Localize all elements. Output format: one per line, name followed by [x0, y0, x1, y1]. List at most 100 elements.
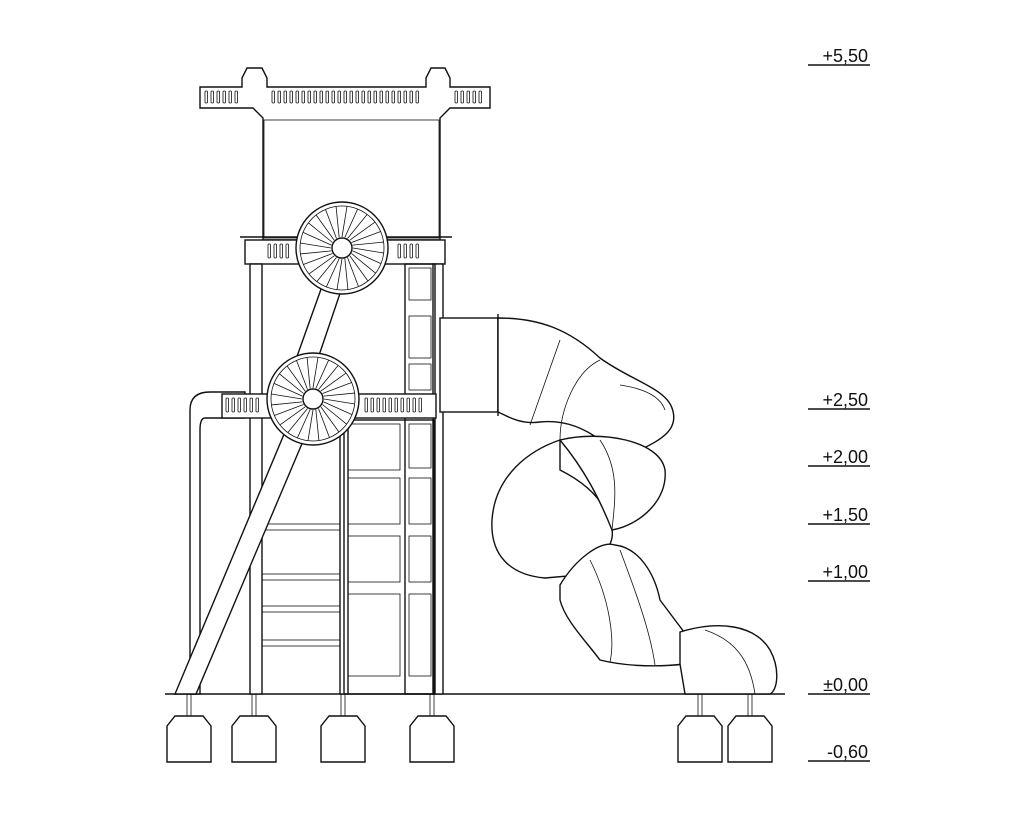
wall-panel	[408, 477, 432, 525]
wheel-spoke	[336, 258, 343, 290]
wheel-inner-rim	[270, 356, 356, 442]
wheel-spoke	[279, 373, 304, 394]
wheel-spoke	[347, 257, 359, 287]
vent-slot	[210, 90, 214, 104]
wheel-spoke	[344, 208, 359, 238]
wheel-spoke	[308, 222, 333, 243]
wheel-spoke	[316, 257, 337, 282]
vent-slot	[466, 90, 470, 104]
elevation-label: +1,50	[822, 505, 868, 525]
vent-slot	[454, 90, 458, 104]
wheel-spoke	[347, 214, 368, 239]
vent-slot	[382, 397, 386, 413]
vent-slot	[319, 90, 323, 104]
vent-slot	[228, 90, 232, 104]
vent-slot	[370, 397, 374, 413]
wheel-hub	[331, 237, 353, 259]
wheel-spoke	[352, 250, 382, 265]
vent-slot	[222, 90, 226, 104]
vent-slot	[364, 397, 368, 413]
lower-wall-panels	[343, 419, 435, 695]
vent-slot	[373, 90, 377, 104]
vent-slot	[234, 90, 238, 104]
vent-slot	[243, 397, 247, 413]
vent-slot	[307, 90, 311, 104]
wheel-spoke	[351, 231, 381, 243]
wheel-spoke	[325, 209, 337, 239]
vent-slot	[343, 90, 347, 104]
vent-slot	[331, 90, 335, 104]
wheel-spoke	[323, 398, 355, 405]
foundation-block	[727, 715, 773, 763]
foundation-block	[166, 715, 212, 763]
vent-slot	[412, 397, 416, 413]
vent-slot	[249, 397, 253, 413]
elevation-label: -0,60	[827, 742, 868, 762]
wall-panel	[408, 423, 432, 469]
vent-slot	[237, 397, 241, 413]
wall-panel	[408, 315, 432, 359]
wheel-spoke	[335, 206, 340, 238]
vent-slot	[409, 243, 413, 259]
wall-panel	[408, 535, 432, 583]
vent-slot	[367, 90, 371, 104]
vent-slot	[283, 90, 287, 104]
side-wall-panels	[404, 263, 436, 695]
elevation-marks: +5,50 +2,50 +2,00 +1,50 +1,00 ±0,00 -0,60	[808, 46, 870, 762]
wheel-spoke	[352, 247, 384, 254]
vent-slot	[472, 90, 476, 104]
elevation-label: +1,00	[822, 562, 868, 582]
wheel-spoke	[315, 214, 335, 241]
vent-slot	[204, 90, 208, 104]
spoked-wheel-lower	[266, 352, 360, 446]
wheel-spoke	[307, 409, 314, 441]
wheel-spoke	[315, 359, 330, 389]
vent-slot	[295, 90, 299, 104]
elevation-label: +5,50	[822, 46, 868, 66]
wheel-spoke	[303, 253, 333, 265]
wheel-spoke	[320, 406, 340, 433]
vent-slot	[325, 90, 329, 104]
elevation-label: +2,00	[822, 447, 868, 467]
wheel-spoke	[273, 382, 303, 397]
vent-slot	[267, 243, 271, 259]
vent-slot	[415, 243, 419, 259]
elevation-label: +2,50	[822, 390, 868, 410]
vent-slot	[397, 90, 401, 104]
wheel-spoke	[312, 357, 319, 389]
vent-slot	[394, 397, 398, 413]
foundation-block	[409, 715, 455, 763]
wheel-spoke	[325, 258, 340, 288]
vent-slot	[231, 397, 235, 413]
main-deck-vents	[225, 397, 422, 413]
foundation-block	[231, 715, 277, 763]
wheel-spoke	[318, 365, 339, 390]
wheel-spoke	[300, 242, 332, 249]
wheel-spoke	[271, 393, 303, 400]
wheel-spoke	[349, 255, 369, 282]
vent-slot	[403, 243, 407, 259]
wheel-spoke	[306, 357, 311, 389]
wheel-spoke	[351, 253, 376, 274]
wheel-spoke	[323, 401, 353, 416]
foundation-block	[677, 715, 723, 763]
ladder	[261, 520, 341, 650]
vent-slot	[361, 90, 365, 104]
vent-slot	[418, 397, 422, 413]
elevation-label: ±0,00	[823, 675, 868, 695]
vent-slot	[397, 243, 401, 259]
wheel-hub	[302, 388, 324, 410]
wheel-spoke	[296, 360, 308, 390]
spiral-slide	[439, 314, 778, 695]
vent-slot	[301, 90, 305, 104]
wheel-spoke	[287, 408, 308, 433]
vent-slot	[355, 90, 359, 104]
wheel-spoke	[300, 250, 332, 255]
vent-slot	[391, 90, 395, 104]
vent-slot	[277, 90, 281, 104]
vent-slot	[460, 90, 464, 104]
wheel-spoke	[352, 241, 384, 246]
vent-slot	[255, 397, 259, 413]
vent-slot	[415, 90, 419, 104]
